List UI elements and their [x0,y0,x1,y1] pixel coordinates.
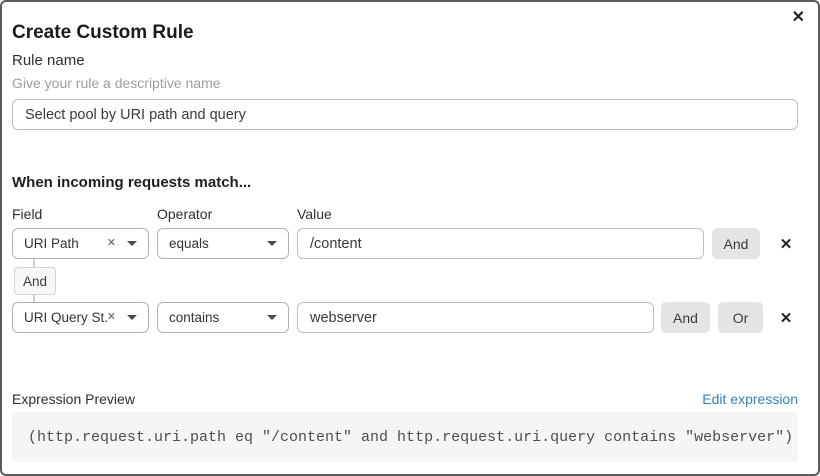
rule-name-input[interactable] [12,99,798,130]
connector-line [33,295,35,303]
value-input-row1[interactable] [297,228,704,259]
close-icon[interactable]: ✕ [788,6,809,30]
operator-select-row2-value: contains [169,310,220,325]
expression-code: (http.request.uri.path eq "/content" and… [28,428,794,446]
value-column-label: Value [297,206,332,222]
connector-and-badge: And [14,267,56,295]
field-select-row2-value: URI Query St... [24,310,107,325]
match-heading: When incoming requests match... [12,174,252,191]
expression-preview-box: (http.request.uri.path eq "/content" and… [12,412,798,462]
clear-icon[interactable]: ✕ [106,237,116,249]
value-input-row2[interactable] [297,302,654,333]
chevron-down-icon [127,315,137,320]
rule-name-hint: Give your rule a descriptive name [12,75,221,91]
field-column-label: Field [12,206,43,222]
operator-select-row2[interactable]: contains [157,302,289,333]
expression-preview-label: Expression Preview [12,391,135,407]
add-and-button-row2[interactable]: And [661,302,710,333]
field-select-row1-value: URI Path [24,236,79,251]
dialog-title: Create Custom Rule [12,21,194,43]
chevron-down-icon [267,315,277,320]
chevron-down-icon [127,241,137,246]
delete-row2-icon[interactable]: ✕ [773,302,799,333]
operator-select-row1[interactable]: equals [157,228,289,259]
operator-select-row1-value: equals [169,236,209,251]
field-select-row1[interactable]: URI Path ✕ [12,228,149,259]
add-and-button-row1[interactable]: And [712,228,760,259]
delete-row1-icon[interactable]: ✕ [773,228,799,259]
operator-column-label: Operator [157,206,213,222]
field-select-row2[interactable]: URI Query St... ✕ [12,302,149,333]
edit-expression-link[interactable]: Edit expression [702,391,798,407]
rule-name-label: Rule name [12,52,85,69]
add-or-button-row2[interactable]: Or [718,302,763,333]
chevron-down-icon [267,241,277,246]
connector-line [33,259,35,268]
clear-icon[interactable]: ✕ [106,311,116,323]
